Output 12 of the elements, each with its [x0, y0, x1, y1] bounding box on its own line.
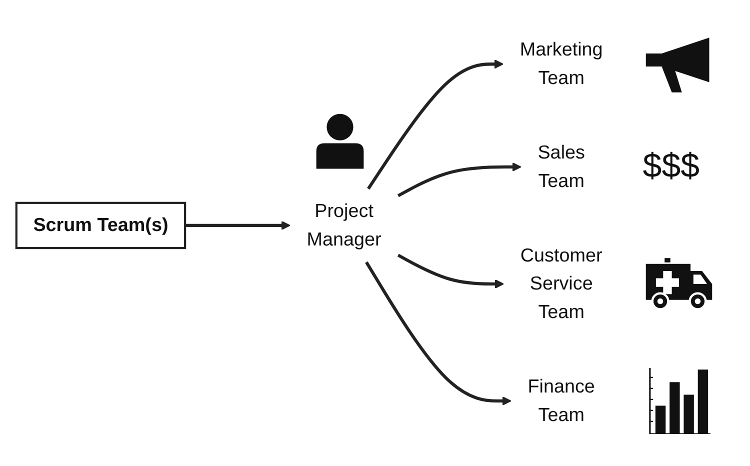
arrow — [397, 254, 504, 290]
node-text: Sales Team — [538, 142, 585, 192]
node-box: Scrum Team(s) — [15, 202, 186, 250]
node-text: Project Manager — [306, 200, 382, 250]
currency-signs-text: $$$ — [642, 148, 700, 186]
arrow — [185, 221, 290, 231]
node-text: Marketing Team — [520, 39, 603, 89]
node-text: Finance Team — [528, 376, 595, 426]
node-text: Customer Service Team — [520, 245, 602, 323]
arrow — [365, 262, 512, 406]
arrow — [397, 162, 522, 198]
arrow — [367, 60, 504, 190]
